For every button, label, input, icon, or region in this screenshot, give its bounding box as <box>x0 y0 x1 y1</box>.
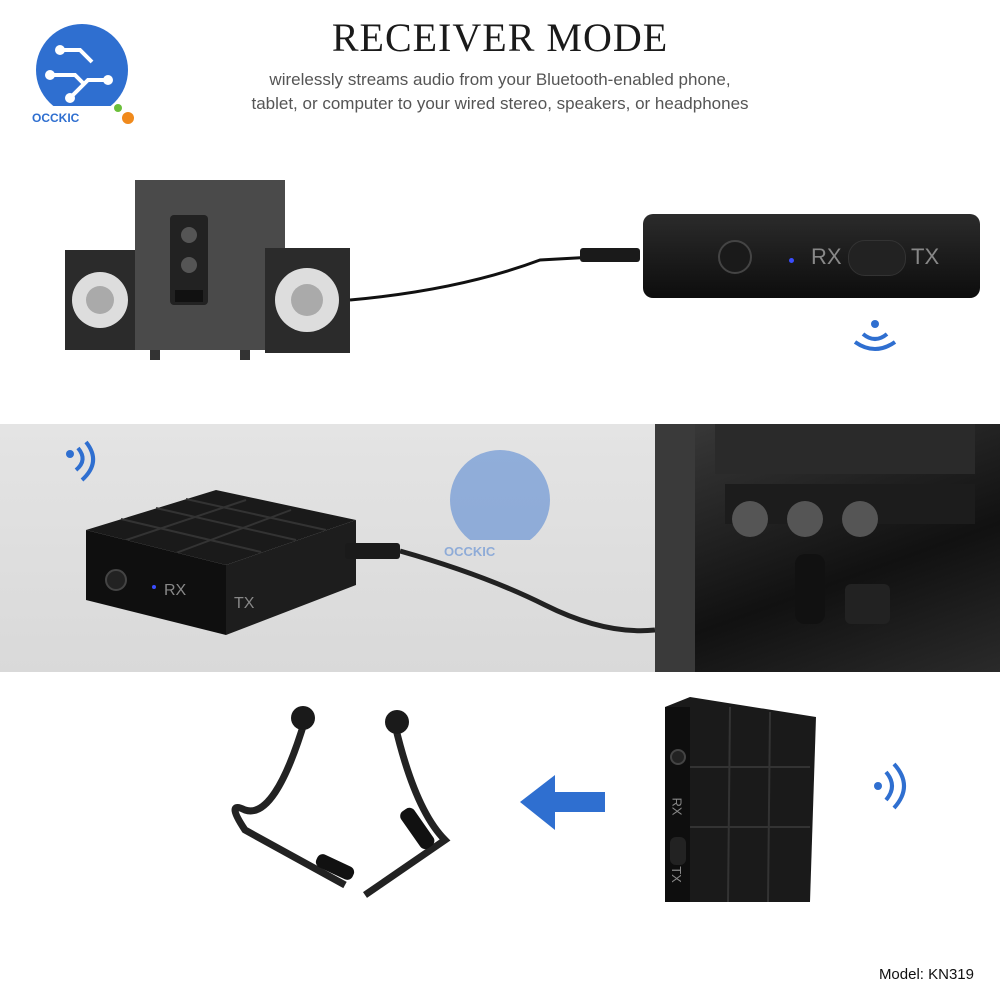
power-button-icon <box>718 240 752 274</box>
audio-cable <box>345 543 655 634</box>
arrow-left-icon <box>520 775 605 830</box>
mode-switch <box>848 240 906 276</box>
watermark-logo: OCCKIC <box>440 445 560 565</box>
receiver-device-side: RX TX <box>643 214 980 298</box>
rx-label: RX <box>669 797 685 816</box>
audio-cable <box>349 248 640 302</box>
car-interior-image <box>655 424 1000 672</box>
tx-label: TX <box>234 595 255 612</box>
tx-label: TX <box>668 866 684 883</box>
subtitle-line-2: tablet, or computer to your wired stereo… <box>251 94 749 113</box>
receiver-device-angled: RX TX <box>66 490 360 635</box>
wifi-waves-icon <box>853 320 897 351</box>
rx-label: RX <box>811 244 842 269</box>
status-led <box>789 258 794 263</box>
wifi-waves-icon <box>874 762 906 810</box>
brand-logo-text: OCCKIC <box>32 111 80 125</box>
status-led <box>152 585 156 589</box>
neckband-earphones-image <box>225 700 465 910</box>
tx-label: TX <box>911 244 940 269</box>
brand-logo: OCCKIC <box>30 20 140 130</box>
subtitle-line-1: wirelessly streams audio from your Bluet… <box>269 70 731 89</box>
rx-label: RX <box>164 582 187 599</box>
speaker-system-image <box>60 170 360 370</box>
page-title: RECEIVER MODE <box>331 15 669 60</box>
model-label: Model: KN319 <box>878 966 974 983</box>
receiver-device-upright: RX TX <box>660 697 816 905</box>
wifi-waves-icon <box>66 440 95 482</box>
watermark-logo-text: OCCKIC <box>444 544 496 559</box>
